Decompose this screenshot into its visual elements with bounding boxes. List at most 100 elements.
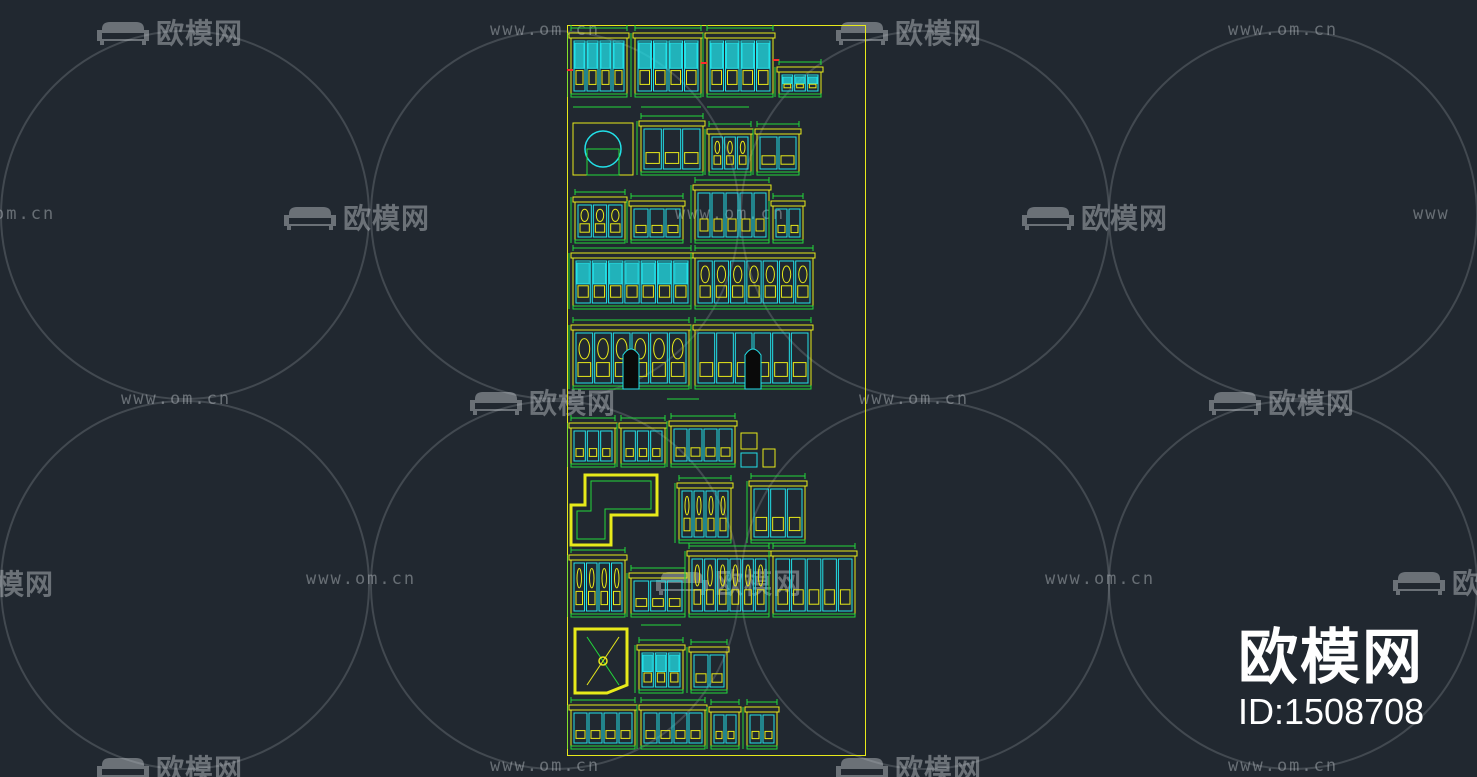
watermark-logo-text: 欧模网 [156, 17, 244, 50]
cad-rect [665, 208, 681, 238]
drawing-sheet-frame [567, 25, 866, 756]
cad-rect [603, 712, 618, 744]
cad-ellipse [727, 140, 733, 155]
cad-rect [790, 332, 809, 384]
watermark-logo-text: 欧 [1452, 567, 1477, 600]
cad-rect [724, 136, 736, 170]
cad-ellipse [798, 265, 808, 284]
cad-rect [753, 192, 767, 238]
brand-block: 欧模网 ID:1508708 [1238, 625, 1438, 733]
cad-rect [699, 285, 711, 298]
cad-rect [713, 155, 722, 165]
cad-rect [794, 74, 806, 92]
cad-rect [668, 40, 683, 92]
cad-rect [605, 730, 616, 739]
cad-rect [756, 589, 765, 605]
cad-rect [754, 128, 802, 135]
brand-name: 欧模网 [1238, 623, 1424, 693]
cad-rect [618, 712, 633, 744]
cad-rect [600, 430, 613, 462]
cad-rect [636, 430, 650, 462]
cad-rect [776, 66, 824, 73]
cad-rect [575, 260, 591, 304]
cad-ellipse [765, 265, 775, 284]
cad-arch-door [622, 348, 640, 390]
cad-ellipse [733, 265, 743, 284]
watermark-logo: 欧模网 [283, 197, 430, 237]
cad-rect [717, 490, 729, 538]
cad-rect [681, 490, 693, 538]
cad-rect [740, 432, 758, 450]
cad-ellipse [580, 208, 589, 223]
cad-rect [650, 580, 666, 612]
cad-rect [718, 362, 732, 377]
cad-arch [584, 130, 622, 168]
cad-rect [610, 285, 622, 298]
cad-rect [693, 490, 705, 538]
cad-rect [599, 40, 612, 92]
cad-ellipse [671, 338, 684, 360]
cad-rect [613, 42, 624, 69]
cad-rect [592, 262, 607, 285]
cad-rect [808, 83, 817, 89]
cad-rect [705, 447, 716, 457]
cad-rect [690, 689, 728, 694]
cad-rect [653, 40, 668, 92]
cad-rect [719, 517, 727, 532]
cad-drawing[interactable] [567, 25, 866, 756]
cad-rect [608, 204, 623, 238]
watermark-logo: 欧模网 [96, 12, 243, 52]
cad-rect [688, 613, 770, 618]
cad-rect [575, 70, 584, 85]
watermark-url: www.om.cn [1045, 569, 1156, 589]
cad-rect [742, 558, 754, 612]
sofa-icon [470, 392, 522, 415]
cad-ellipse [694, 564, 701, 587]
cad-ellipse [708, 495, 714, 516]
cad-ellipse [578, 338, 591, 360]
cad-rect [635, 598, 648, 607]
cad-rect [739, 192, 753, 238]
cad-rect [669, 654, 680, 672]
cad-rect [572, 305, 692, 310]
cad-rect [568, 704, 638, 711]
cad-rect [570, 252, 694, 259]
cad-rect [614, 70, 623, 85]
cad-rect [611, 562, 623, 612]
cad-rect [656, 260, 673, 304]
cad-rect [575, 448, 584, 457]
cad-rect [669, 42, 682, 69]
watermark-logo-text: 欧模网 [343, 202, 431, 235]
cad-ellipse [719, 564, 726, 587]
cad-rect [642, 654, 653, 672]
cad-rect [609, 262, 623, 285]
cad-rect [670, 463, 736, 468]
cad-rect [693, 654, 709, 688]
cad-rect [678, 539, 732, 544]
cad-rect [703, 428, 718, 462]
cad-rect [572, 196, 628, 203]
cad-rect [626, 285, 638, 298]
cad-rect [576, 262, 590, 285]
cad-rect [705, 490, 717, 538]
cad-rect [640, 125, 704, 176]
cad-rect [590, 730, 601, 739]
cad-rect [706, 93, 774, 98]
cad-rect [570, 745, 636, 750]
cad-rect [650, 332, 668, 384]
cad-rect [797, 285, 809, 298]
cad-rect [674, 262, 688, 285]
cad-rect [692, 252, 816, 259]
cad-rect [755, 516, 768, 532]
cad-rect [781, 74, 794, 92]
cad-rect [788, 516, 801, 532]
cad-rect [586, 148, 620, 176]
cad-rect [688, 555, 770, 618]
cad-rect [729, 558, 742, 612]
cad-rect [638, 704, 708, 711]
sofa-icon [1209, 392, 1261, 415]
cad-rect [780, 155, 795, 165]
cad-rect [748, 285, 760, 298]
cad-rect [654, 42, 667, 69]
